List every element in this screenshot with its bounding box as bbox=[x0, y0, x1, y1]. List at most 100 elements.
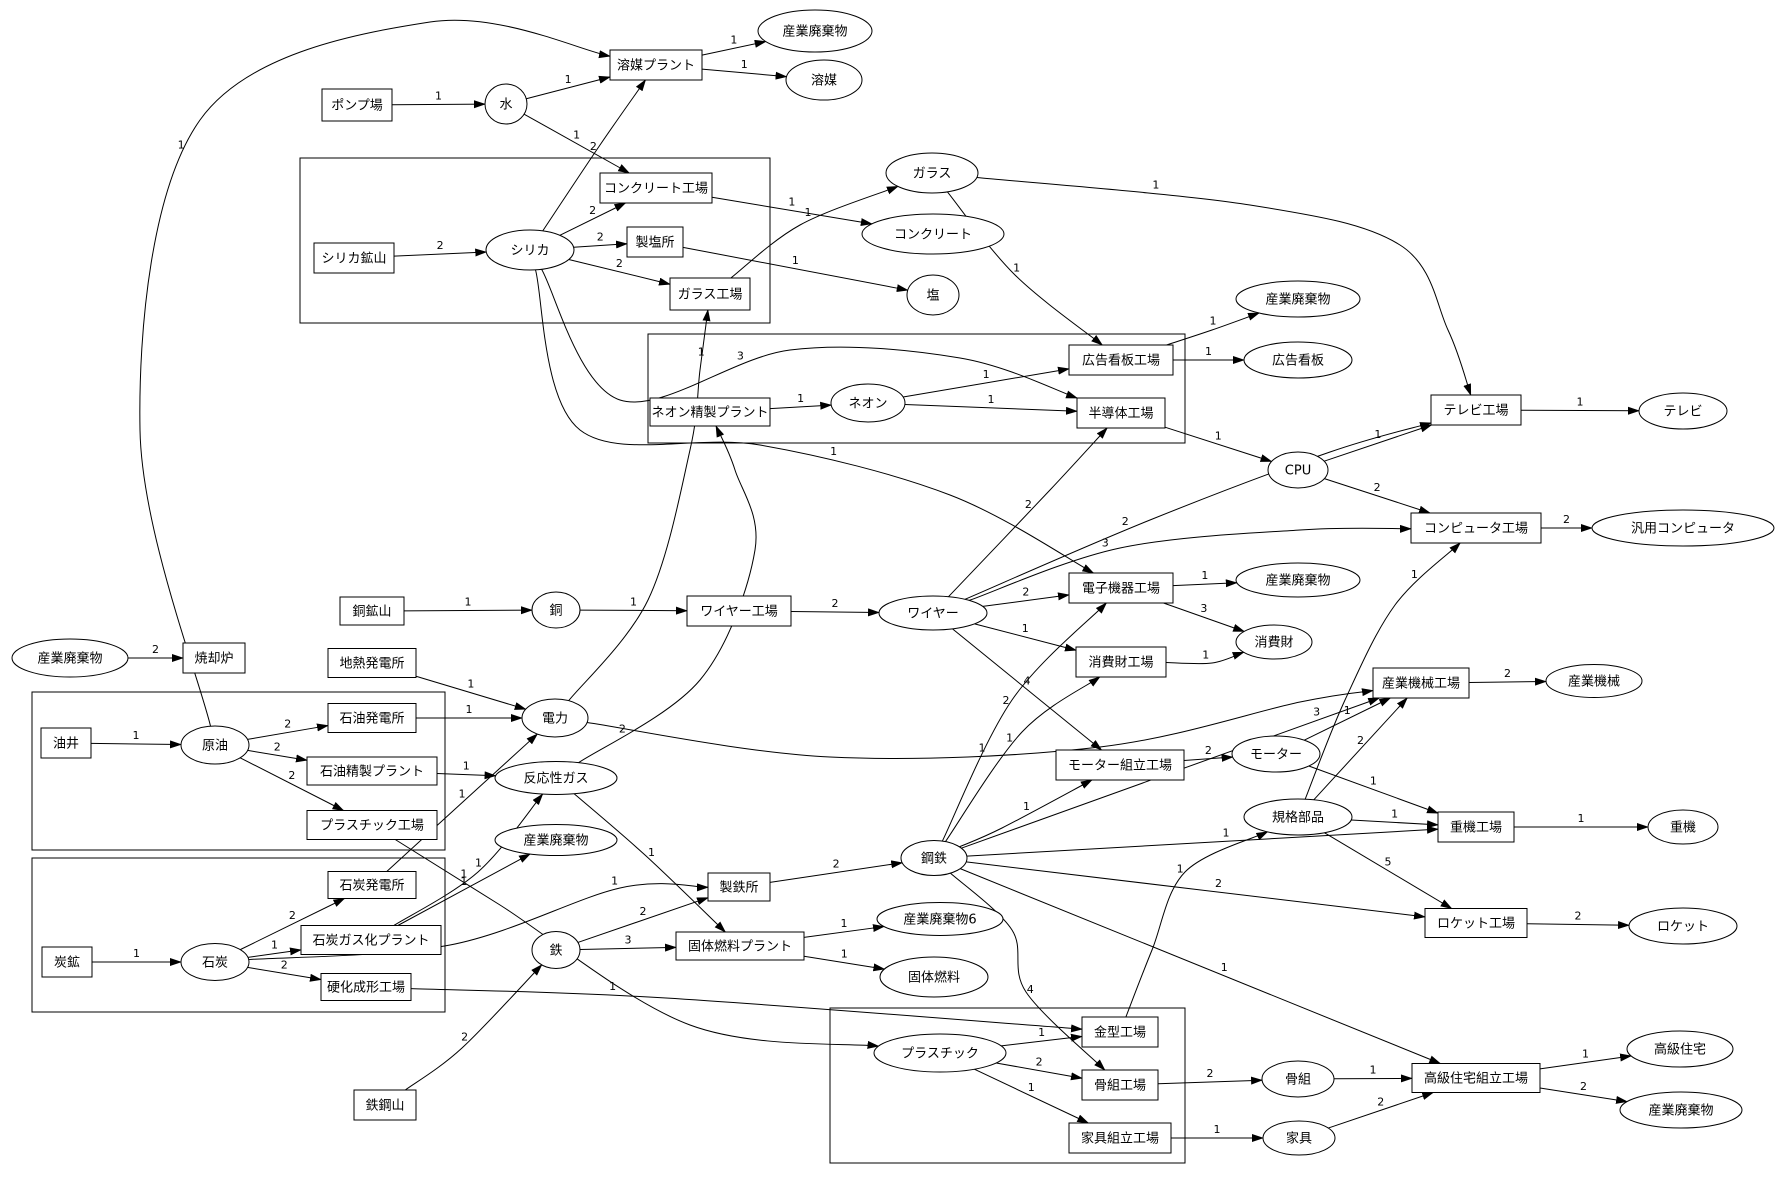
node-label: プラスチック bbox=[901, 1047, 979, 1062]
node-shape bbox=[1591, 509, 1775, 547]
factory-node-concrete_f: コンクリート工場 bbox=[599, 172, 713, 204]
node-shape bbox=[1075, 646, 1167, 678]
factory-node-mold_f: 金型工場 bbox=[1081, 1016, 1159, 1048]
resource-node-waste_mid: 産業廃棄物 bbox=[494, 824, 618, 856]
edge-weight-label: 3 bbox=[1313, 706, 1320, 719]
node-label: 産業廃棄物 bbox=[1265, 292, 1330, 308]
node-shape bbox=[1545, 664, 1643, 698]
resource-node-power: 電力 bbox=[521, 698, 589, 738]
node-shape bbox=[1626, 1030, 1734, 1068]
node-shape bbox=[878, 595, 988, 631]
node-label: 製鉄所 bbox=[719, 881, 758, 896]
edge-weight-label: 1 bbox=[609, 980, 616, 993]
cluster-oil bbox=[31, 691, 446, 851]
node-label: 高級住宅組立工場 bbox=[1424, 1071, 1528, 1087]
node-shape bbox=[1055, 749, 1185, 781]
node-shape bbox=[1638, 392, 1728, 430]
node-label: ネオン精製プラント bbox=[651, 406, 768, 421]
edge-weight-label: 1 bbox=[1582, 1047, 1589, 1060]
edge-weight-label: 1 bbox=[978, 741, 985, 754]
node-label: 骨組工場 bbox=[1094, 1079, 1146, 1094]
edge-wire-to-motor_f bbox=[952, 628, 1103, 751]
edge-neon_plant-to-neon bbox=[769, 401, 833, 410]
edge-wire-to-tv_f bbox=[964, 422, 1432, 600]
resource-node-gas: 反応性ガス bbox=[494, 761, 618, 795]
edge-silica-to-solvent_plant bbox=[542, 79, 647, 232]
node-shape bbox=[1430, 394, 1522, 426]
edge-hardening-to-mold_f bbox=[410, 988, 1083, 1033]
factory-node-tv_f: テレビ工場 bbox=[1430, 394, 1522, 426]
edge-weight-label: 1 bbox=[648, 846, 655, 859]
edge-weight-label: 2 bbox=[619, 722, 626, 735]
node-label: 家具 bbox=[1286, 1131, 1312, 1147]
edge-oil_refinery-to-gas bbox=[436, 771, 497, 780]
edge-wire-to-computer_f bbox=[969, 524, 1412, 601]
edge-weight-label: 1 bbox=[133, 729, 140, 742]
node-label: モーター組立工場 bbox=[1068, 759, 1172, 774]
factory-node-frame_f: 骨組工場 bbox=[1081, 1069, 1159, 1101]
node-label: 産業機械 bbox=[1568, 674, 1620, 690]
node-label: 地熱発電所 bbox=[339, 657, 404, 672]
edge-weight-label: 1 bbox=[565, 73, 572, 86]
edge-water-to-concrete_f bbox=[523, 113, 631, 174]
node-shape bbox=[626, 226, 684, 258]
edge-weight-label: 2 bbox=[1025, 498, 1032, 511]
node-label: 銅 bbox=[549, 604, 562, 619]
resource-node-machine: 産業機械 bbox=[1545, 664, 1643, 698]
node-shape bbox=[876, 902, 1004, 936]
node-shape bbox=[1068, 1122, 1172, 1154]
edge-weight-label: 2 bbox=[1377, 1095, 1384, 1108]
edge-weight-label: 1 bbox=[460, 875, 467, 888]
edge-solvent_plant-to-solvent bbox=[701, 68, 788, 80]
node-label: 広告看板工場 bbox=[1082, 353, 1160, 369]
edge-weight-label: 1 bbox=[1374, 428, 1381, 441]
node-label: 消費財工場 bbox=[1088, 656, 1153, 671]
edge-weight-label: 1 bbox=[741, 58, 748, 71]
node-shape bbox=[11, 638, 129, 678]
resource-node-salt: 塩 bbox=[906, 274, 960, 316]
edge-house_f-to-house bbox=[1539, 1053, 1633, 1070]
edge-weight-label: 2 bbox=[1374, 481, 1381, 494]
edge-steel-to-motor_f bbox=[959, 779, 1093, 848]
edge-weight-label: 1 bbox=[466, 703, 473, 716]
node-shape bbox=[1235, 624, 1313, 660]
resource-node-steel: 鋼鉄 bbox=[900, 840, 968, 876]
edge-weight-label: 3 bbox=[624, 933, 631, 946]
factory-node-oil_well: 油井 bbox=[40, 727, 92, 759]
factory-node-computer_f: コンピュータ工場 bbox=[1410, 512, 1542, 544]
resource-node-solvent: 溶媒 bbox=[785, 59, 863, 101]
node-label: 規格部品 bbox=[1272, 810, 1324, 826]
resource-node-computer: 汎用コンピュータ bbox=[1591, 509, 1775, 547]
edge-oil_well-to-crude bbox=[90, 740, 183, 749]
edge-weight-label: 1 bbox=[611, 874, 618, 887]
node-shape bbox=[327, 648, 417, 678]
node-shape bbox=[599, 172, 713, 204]
resource-node-house: 高級住宅 bbox=[1626, 1030, 1734, 1068]
node-shape bbox=[484, 83, 528, 125]
edge-weight-label: 2 bbox=[281, 958, 288, 971]
edge-weight-label: 2 bbox=[1575, 909, 1582, 922]
edge-weight-label: 2 bbox=[1580, 1080, 1587, 1093]
node-shape bbox=[1261, 1060, 1335, 1098]
edge-weight-label: 2 bbox=[590, 140, 597, 153]
factory-node-coal_mine: 炭鉱 bbox=[41, 946, 93, 978]
node-shape bbox=[1068, 344, 1174, 376]
edge-coal-to-coal_gas bbox=[247, 947, 302, 958]
node-shape bbox=[1076, 397, 1166, 429]
edge-weight-label: 1 bbox=[1028, 1081, 1035, 1094]
edge-coal_gas-to-gas bbox=[393, 793, 544, 926]
node-label: ネオン bbox=[848, 397, 887, 412]
factory-node-hardening: 硬化成形工場 bbox=[320, 973, 412, 1001]
edge-weight-label: 1 bbox=[1210, 315, 1217, 328]
node-label: 溶媒 bbox=[811, 74, 837, 89]
node-label: 消費財 bbox=[1254, 636, 1293, 651]
node-shape bbox=[182, 642, 246, 674]
edge-iron-to-steel_mill bbox=[577, 897, 709, 943]
node-shape bbox=[306, 810, 438, 840]
node-label: 銅鉱山 bbox=[352, 604, 391, 620]
resource-node-wire: ワイヤー bbox=[878, 595, 988, 631]
node-label: 産業機械工場 bbox=[1382, 676, 1460, 692]
node-shape bbox=[531, 931, 581, 969]
edge-weight-label: 1 bbox=[1006, 732, 1013, 745]
edge-weight-label: 2 bbox=[437, 239, 444, 252]
